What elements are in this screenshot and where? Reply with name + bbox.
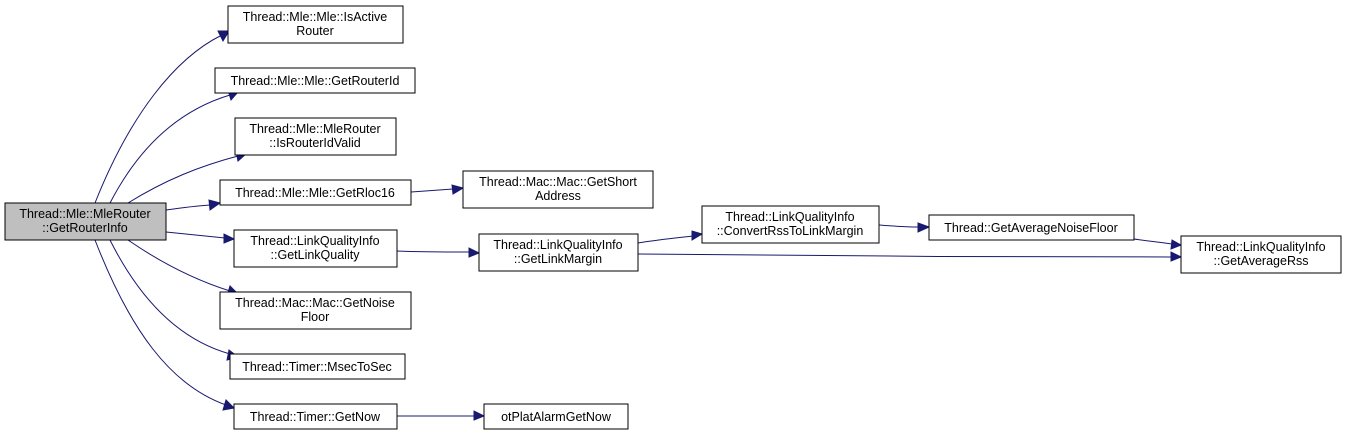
node-label-line1: Thread::Mle::MleRouter <box>249 122 380 136</box>
edge-get-link-quality-to-get-link-margin <box>396 247 481 258</box>
node-label-line2: ::ConvertRssToLinkMargin <box>717 224 864 238</box>
node-label-line2: ::GetRouterInfo <box>42 221 128 235</box>
node-label-line1: Thread::Timer::MsecToSec <box>242 360 392 374</box>
edge-root-to-get-link-quality <box>165 231 236 244</box>
node-mac-get-noise-floor[interactable]: Thread::Mac::Mac::GetNoise Floor <box>219 291 412 330</box>
node-label-line1: Thread::Timer::GetNow <box>250 410 381 424</box>
edge-get-rloc16-to-get-short-address <box>410 184 465 195</box>
node-link-quality-get-link-quality[interactable]: Thread::LinkQualityInfo ::GetLinkQuality <box>233 229 398 268</box>
node-label-line1: Thread::Mle::Mle::GetRloc16 <box>235 186 395 200</box>
node-label-line1: Thread::LinkQualityInfo <box>250 234 379 248</box>
node-link-quality-get-average-rss[interactable]: Thread::LinkQualityInfo ::GetAverageRss <box>1180 235 1342 274</box>
node-label-line1: Thread::Mac::Mac::GetShort <box>479 175 637 189</box>
node-label-line1: Thread::Mle::MleRouter <box>19 207 150 221</box>
node-label-line1: Thread::LinkQualityInfo <box>493 238 622 252</box>
node-mac-get-short-address[interactable]: Thread::Mac::Mac::GetShort Address <box>462 170 654 209</box>
call-edges <box>94 30 1183 421</box>
edge-root-to-is-active-router <box>94 30 230 204</box>
node-label-line1: Thread::GetAverageNoiseFloor <box>944 221 1117 235</box>
node-label-line2: ::GetLinkMargin <box>514 252 602 266</box>
node-label-line2: ::GetAverageRss <box>1214 254 1309 268</box>
node-label-line1: Thread::Mle::Mle::IsActive <box>243 10 388 24</box>
node-mle-get-router-id[interactable]: Thread::Mle::Mle::GetRouterId <box>214 67 416 94</box>
node-get-average-noise-floor[interactable]: Thread::GetAverageNoiseFloor <box>928 214 1135 241</box>
edge-get-link-margin-to-convert-rss <box>637 230 704 244</box>
node-link-quality-get-link-margin[interactable]: Thread::LinkQualityInfo ::GetLinkMargin <box>478 233 639 272</box>
edge-root-to-get-rloc16 <box>165 199 222 211</box>
edge-convert-rss-to-get-avg-noise-floor <box>878 222 931 233</box>
node-label-line2: ::IsRouterIdValid <box>269 136 361 150</box>
node-mle-is-active-router[interactable]: Thread::Mle::Mle::IsActive Router <box>227 5 404 44</box>
node-label-line1: Thread::LinkQualityInfo <box>1196 240 1325 254</box>
node-timer-msec-to-sec[interactable]: Thread::Timer::MsecToSec <box>229 353 406 380</box>
node-timer-get-now[interactable]: Thread::Timer::GetNow <box>233 403 398 430</box>
call-nodes: Thread::Mle::MleRouter ::GetRouterInfo T… <box>4 5 1342 430</box>
edge-get-avg-noise-floor-to-get-avg-rss <box>1133 238 1183 250</box>
node-label-line2: Address <box>535 189 581 203</box>
node-label-line1: Thread::Mac::Mac::GetNoise <box>235 296 395 310</box>
node-label-line1: Thread::Mle::Mle::GetRouterId <box>231 74 400 88</box>
edge-root-to-get-now <box>94 239 236 411</box>
node-label-line2: Floor <box>301 310 329 324</box>
node-label-line2: ::GetLinkQuality <box>271 248 361 262</box>
edge-get-link-margin-to-get-avg-rss <box>637 251 1183 262</box>
edge-root-to-msec-to-sec <box>109 239 240 361</box>
node-ot-plat-alarm-get-now[interactable]: otPlatAlarmGetNow <box>483 403 629 430</box>
node-mle-router-is-router-id-valid[interactable]: Thread::Mle::MleRouter ::IsRouterIdValid <box>234 117 397 156</box>
node-link-quality-convert-rss-to-link-margin[interactable]: Thread::LinkQualityInfo ::ConvertRssToLi… <box>701 205 880 244</box>
node-label-line1: otPlatAlarmGetNow <box>501 410 612 424</box>
node-mle-router-get-router-info[interactable]: Thread::Mle::MleRouter ::GetRouterInfo <box>4 202 167 241</box>
edge-get-now-to-ot-plat-alarm-get-now <box>396 410 486 421</box>
edge-root-to-get-noise-floor <box>127 239 240 297</box>
edge-root-to-get-router-id <box>109 89 239 204</box>
node-label-line1: Thread::LinkQualityInfo <box>725 210 854 224</box>
node-label-line2: Router <box>296 24 334 38</box>
node-mle-get-rloc16[interactable]: Thread::Mle::Mle::GetRloc16 <box>219 179 412 206</box>
